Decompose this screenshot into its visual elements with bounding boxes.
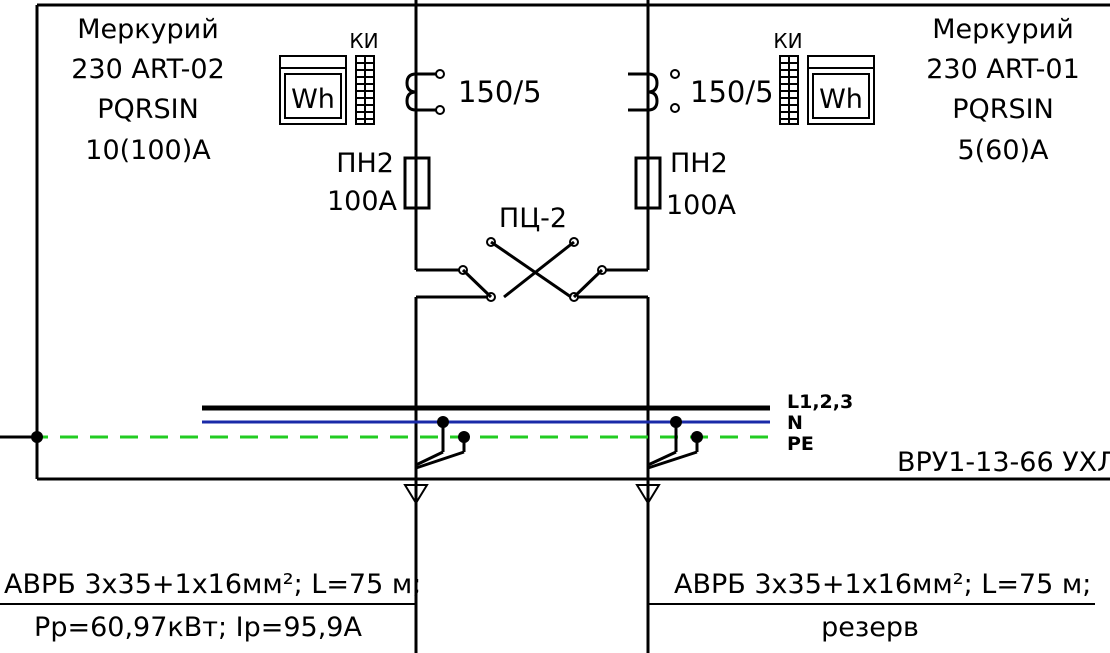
meter-left-line2: 230 ART-02 bbox=[71, 54, 225, 85]
ct-right-ratio: 150/5 bbox=[690, 75, 774, 109]
ki-left-terminal-strip bbox=[355, 55, 375, 125]
bus-phase-label: L1,2,3 bbox=[787, 391, 853, 413]
cable-left-line1: АВРБ 3х35+1х16мм²; L=75 м; bbox=[4, 569, 421, 600]
cable-marker-left bbox=[403, 484, 429, 505]
bus-tap-right bbox=[647, 416, 703, 470]
bus-pe-label: PE bbox=[787, 433, 814, 455]
pe-input-node bbox=[31, 431, 43, 443]
fuse-left-type: ПН2 bbox=[336, 148, 394, 179]
changeover-switch bbox=[458, 237, 607, 302]
fuse-left-rating: 100А bbox=[327, 186, 398, 217]
bus-tap-left bbox=[415, 416, 470, 470]
cable-marker-right bbox=[635, 484, 661, 505]
meter-left-icon: Wh bbox=[279, 55, 347, 125]
ki-left-label: КИ bbox=[349, 29, 378, 53]
meter-right-line4: 5(60)А bbox=[957, 135, 1049, 166]
meter-left-line3: PQRSIN bbox=[97, 94, 199, 125]
svg-text:Wh: Wh bbox=[291, 84, 335, 115]
ct-left bbox=[405, 69, 445, 115]
cable-right-line2: резерв bbox=[821, 612, 919, 643]
ki-right-label: КИ bbox=[773, 29, 802, 53]
meter-right-line1: Меркурий bbox=[932, 14, 1074, 45]
fuse-right-type: ПН2 bbox=[670, 148, 728, 179]
ki-right-terminal-strip bbox=[779, 55, 799, 125]
panel-label: ВРУ1-13-66 УХЛ4 bbox=[897, 447, 1110, 478]
panel-enclosure bbox=[35, 3, 1110, 481]
cable-right-line1: АВРБ 3х35+1х16мм²; L=75 м; bbox=[674, 569, 1091, 600]
meter-right-line2: 230 ART-01 bbox=[926, 54, 1080, 85]
ct-right bbox=[628, 69, 680, 113]
meter-left-line4: 10(100)А bbox=[85, 135, 211, 166]
fuse-right-rating: 100А bbox=[666, 190, 737, 221]
ct-left-ratio: 150/5 bbox=[458, 75, 542, 109]
svg-text:Wh: Wh bbox=[819, 84, 863, 115]
meter-left-line1: Меркурий bbox=[77, 14, 219, 45]
meter-right-icon: Wh bbox=[807, 55, 875, 125]
switch-label: ПЦ-2 bbox=[499, 203, 567, 234]
meter-right-line3: PQRSIN bbox=[952, 94, 1054, 125]
cable-left-line2: Рр=60,97кВт; Iр=95,9А bbox=[34, 612, 362, 643]
bus-neutral-label: N bbox=[787, 412, 803, 434]
